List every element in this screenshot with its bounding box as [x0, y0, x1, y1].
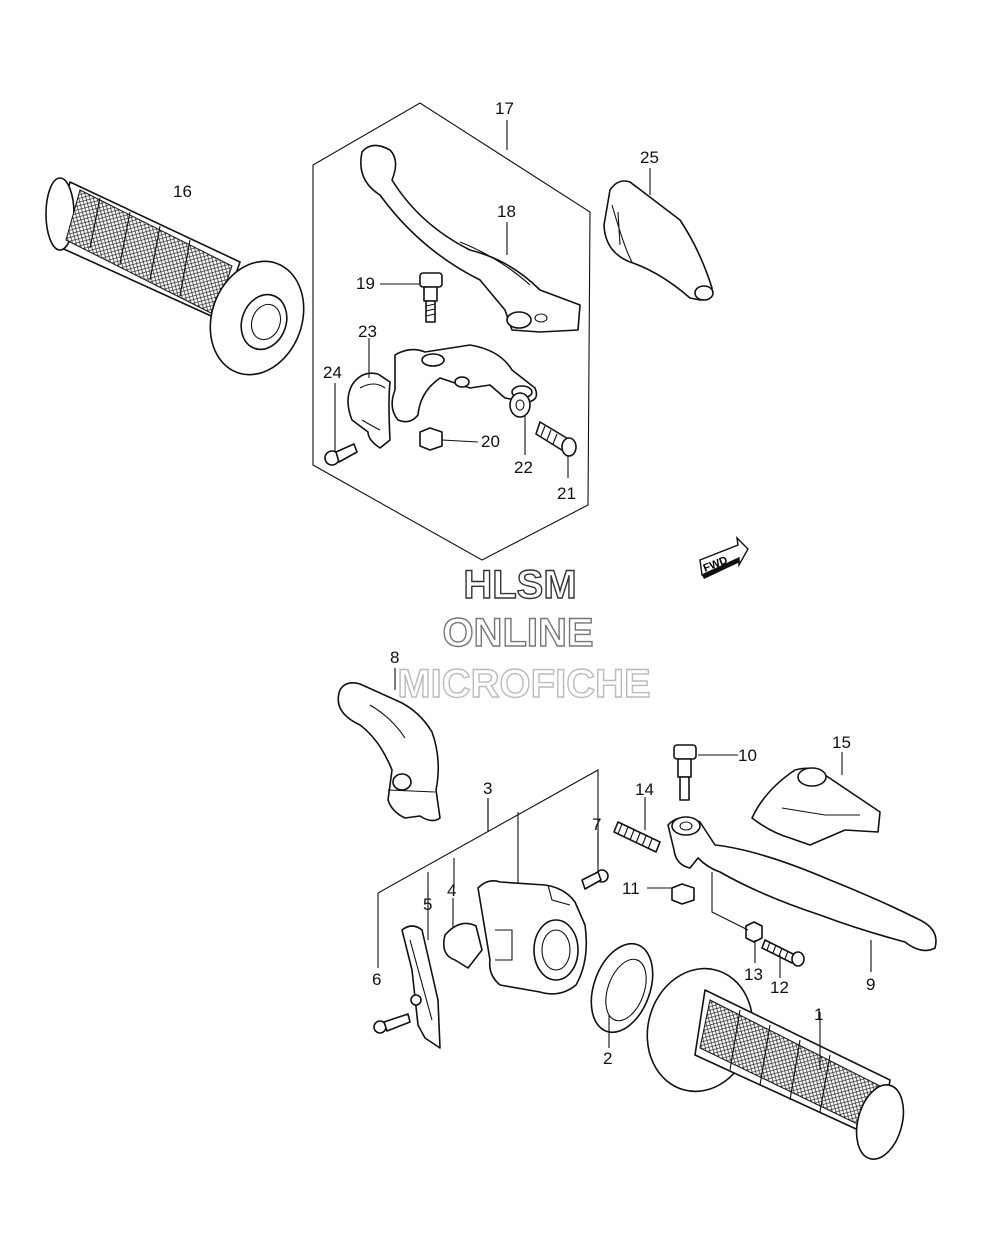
adjuster-bolt-part-21[interactable] — [535, 421, 577, 457]
callout-23: 23 — [358, 322, 377, 341]
callout-8: 8 — [390, 648, 399, 667]
callout-9: 9 — [866, 975, 875, 994]
screw-part-7[interactable] — [581, 869, 609, 890]
lever-cover-part-25[interactable] — [603, 180, 714, 301]
upper-group-frame — [312, 102, 591, 561]
bolt-part-19[interactable] — [419, 272, 443, 323]
callout-24: 24 — [323, 363, 342, 382]
lever-cover-part-15[interactable] — [751, 767, 881, 846]
holder-clamp-part-23[interactable] — [347, 372, 391, 449]
callout-25: 25 — [640, 148, 659, 167]
nut-part-13[interactable] — [745, 921, 763, 943]
ring-part-2[interactable] — [580, 935, 664, 1041]
forward-direction-badge: FWD — [699, 536, 749, 579]
watermark-line-2: ONLINE — [442, 611, 593, 655]
watermark-line-3: MICROFICHE — [397, 662, 650, 706]
callout-19: 19 — [356, 274, 375, 293]
callout-12: 12 — [770, 978, 789, 997]
left-grip-part-16[interactable] — [45, 177, 319, 388]
right-grip-part-1[interactable] — [634, 957, 911, 1165]
nut-part-11[interactable] — [671, 883, 695, 905]
spring-part-14[interactable] — [613, 821, 661, 853]
callout-22: 22 — [514, 458, 533, 477]
callout-4: 4 — [447, 881, 456, 900]
callout-17: 17 — [495, 99, 514, 118]
adjuster-nut-part-22[interactable] — [509, 392, 531, 418]
callout-20: 20 — [481, 432, 500, 451]
switch-housing-part-3[interactable] — [477, 880, 588, 995]
bolt-part-24[interactable] — [324, 443, 358, 466]
brake-lever-part-9[interactable] — [667, 816, 937, 952]
throttle-sleeve-part-8[interactable] — [337, 682, 441, 822]
callout-15: 15 — [832, 733, 851, 752]
watermark-line-1: HLSM — [463, 563, 576, 607]
pivot-bolt-part-10[interactable] — [673, 744, 697, 801]
plate-part-5[interactable] — [401, 925, 441, 1049]
callout-18: 18 — [497, 202, 516, 221]
screw-part-6[interactable] — [373, 994, 422, 1034]
callout-21: 21 — [557, 484, 576, 503]
callout-6: 6 — [372, 970, 381, 989]
callout-2: 2 — [603, 1049, 612, 1068]
nut-part-20[interactable] — [419, 427, 443, 451]
callout-16: 16 — [173, 182, 192, 201]
callout-1: 1 — [814, 1005, 823, 1024]
callout-3: 3 — [483, 779, 492, 798]
callout-7: 7 — [592, 815, 601, 834]
switch-half-part-4[interactable] — [442, 922, 483, 969]
screw-part-12[interactable] — [761, 939, 805, 967]
clutch-lever-part-18[interactable] — [360, 144, 581, 333]
callout-5: 5 — [423, 895, 432, 914]
leader-lines — [334, 120, 872, 1070]
callout-labels: 17 16 25 18 19 23 24 20 22 21 8 3 7 4 5 … — [173, 99, 875, 1068]
callout-13: 13 — [744, 965, 763, 984]
callout-10: 10 — [738, 746, 757, 765]
callout-14: 14 — [635, 780, 654, 799]
callout-11: 11 — [622, 879, 640, 898]
